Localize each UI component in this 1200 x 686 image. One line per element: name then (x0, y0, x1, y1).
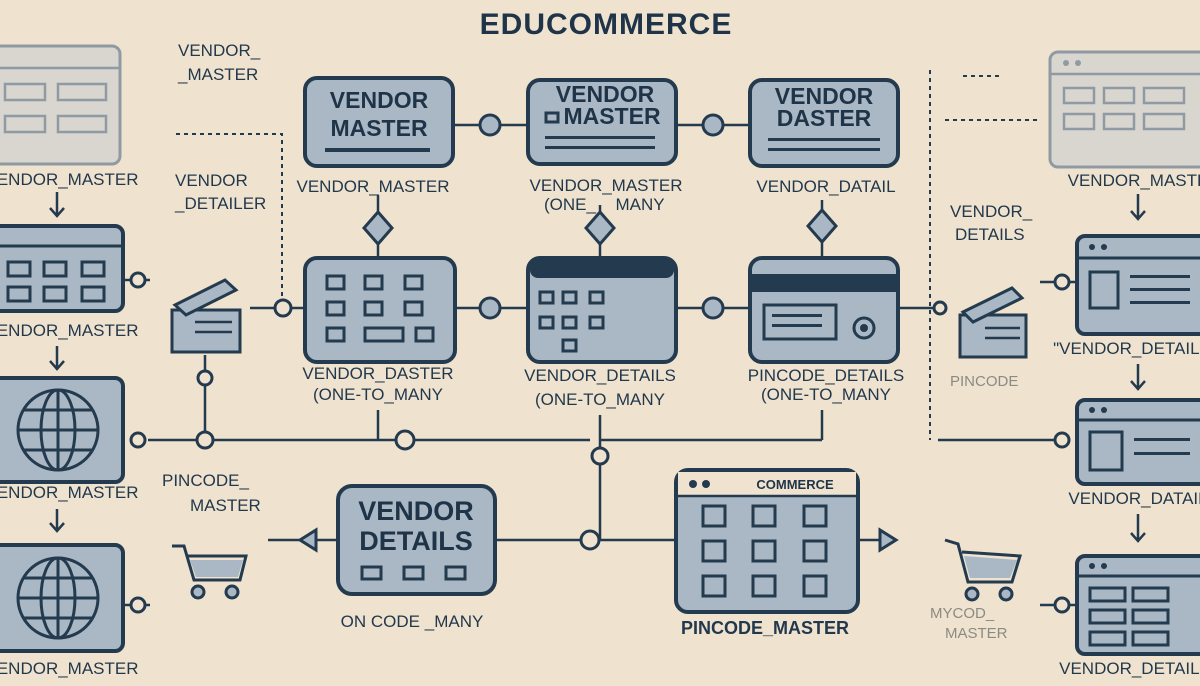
svg-text:(ONE-TO_MANY: (ONE-TO_MANY (761, 385, 891, 404)
right-side-label-2: PINCODE (950, 373, 1018, 390)
left-top-label-1: VENDOR_ (178, 41, 261, 60)
caption-vendor-datail: VENDOR_DATAIL (756, 177, 895, 196)
right-side-label-3: MYCOD_ (930, 605, 995, 622)
right-item-1: VENDOR_MASTE (1068, 171, 1200, 190)
svg-text:DETAILS: DETAILS (359, 526, 473, 556)
left-window-2[interactable] (0, 224, 125, 313)
box-text-line1: VENDOR (330, 87, 429, 113)
shopping-cart-icon (172, 544, 248, 600)
caption-vendor-daster: VENDOR_DASTER (302, 364, 453, 383)
svg-text:VENDOR: VENDOR (775, 83, 874, 109)
right-window-2[interactable] (1075, 234, 1200, 336)
middle-box-grid-2[interactable] (526, 256, 678, 364)
middle-box-card[interactable] (748, 256, 900, 364)
scanner-icon (170, 278, 242, 354)
left-window-globe-2[interactable] (0, 543, 125, 653)
svg-text:MASTER: MASTER (563, 103, 661, 129)
relation-diamonds (362, 207, 838, 247)
bottom-box-commerce[interactable]: COMMERCE (674, 468, 860, 614)
scanner-icon-right (958, 286, 1028, 359)
middle-box-grid-1[interactable] (303, 256, 457, 364)
right-window-4[interactable] (1075, 554, 1200, 656)
svg-text:DASTER: DASTER (777, 105, 872, 131)
shopping-cart-icon-right (944, 538, 1022, 602)
right-item-4: VENDOR_DETAILS (1059, 659, 1200, 678)
caption-vendor-master: VENDOR_MASTER (296, 177, 449, 196)
svg-text:_DETAILER: _DETAILER (174, 194, 266, 213)
left-window-1[interactable] (0, 44, 122, 166)
connector-nodes (129, 113, 1071, 614)
svg-text:MANY: MANY (615, 195, 664, 214)
svg-text:MASTER: MASTER (945, 625, 1008, 642)
svg-text:(ONE-TO_MANY: (ONE-TO_MANY (313, 385, 443, 404)
right-window-3[interactable] (1075, 398, 1200, 486)
caption-pincode-master: PINCODE_MASTER (681, 618, 849, 638)
top-box-vendor-daster[interactable]: VENDOR DASTER (748, 78, 900, 168)
left-item-4: VENDOR_MASTER (0, 659, 139, 678)
svg-text:VENDOR: VENDOR (556, 81, 655, 107)
top-box-vendor-master-1[interactable]: VENDOR MASTER (303, 76, 455, 168)
left-item-3: VENDOR_MASTER (0, 483, 139, 502)
left-side-label-1: VENDOR (175, 171, 248, 190)
caption-vendor-master-2: VENDOR_MASTER (529, 176, 682, 195)
bottom-box-vendor-details[interactable]: VENDOR DETAILS (336, 484, 497, 596)
right-window-1[interactable] (1048, 50, 1200, 169)
caption-vendor-details: VENDOR_DETAILS (524, 366, 676, 385)
right-item-2: "VENDOR_DETAILS (1053, 339, 1200, 358)
commerce-label: COMMERCE (756, 477, 834, 492)
diagram-title: EDUCOMMERCE (480, 8, 733, 41)
left-side-label-2: PINCODE_ (162, 471, 249, 490)
svg-text:_MASTER: _MASTER (177, 65, 258, 84)
svg-text:(ONE_: (ONE_ (544, 195, 597, 214)
left-window-globe-1[interactable] (0, 376, 125, 484)
svg-text:DETAILS: DETAILS (955, 225, 1025, 244)
caption-on-code-many: ON CODE _MANY (341, 612, 484, 631)
svg-text:MASTER: MASTER (190, 496, 261, 515)
caption-pincode-details: PINCODE_DETAILS (748, 366, 905, 385)
right-item-3: VENDOR_DATAIL (1068, 489, 1200, 508)
top-box-vendor-master-2[interactable]: VENDOR MASTER (526, 78, 678, 166)
box-text-line2: MASTER (330, 115, 428, 141)
left-item-1: VENDOR_MASTER (0, 170, 139, 189)
right-side-label-1: VENDOR_ (950, 202, 1033, 221)
svg-text:(ONE-TO_MANY: (ONE-TO_MANY (535, 390, 665, 409)
svg-text:VENDOR: VENDOR (358, 496, 474, 526)
left-item-2: VENDOR_MASTER (0, 321, 139, 340)
